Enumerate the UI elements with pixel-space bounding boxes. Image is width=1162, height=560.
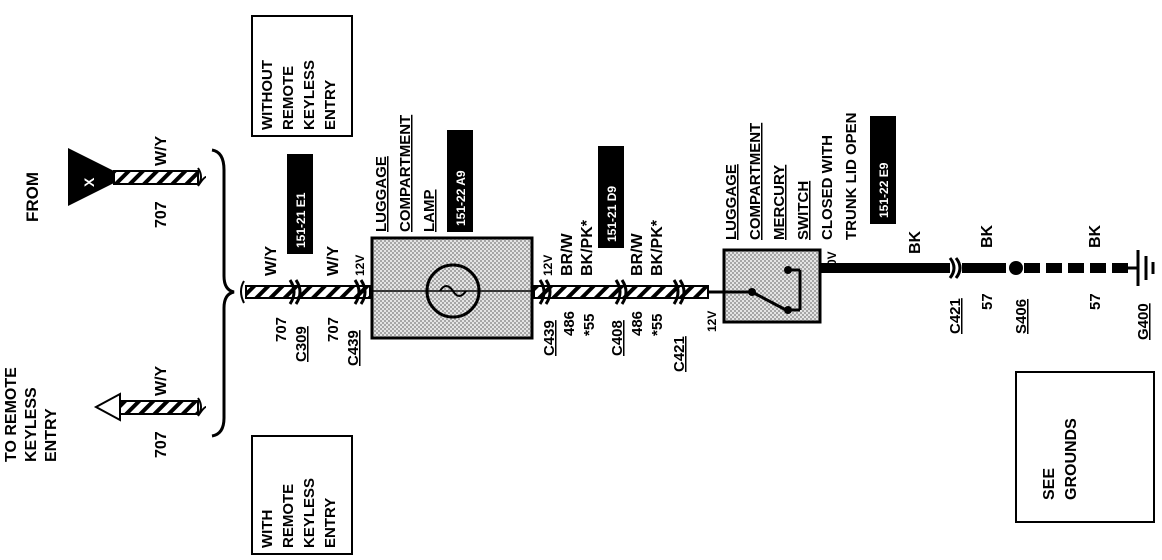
wire-number-55-a: *55 — [581, 313, 598, 336]
connector-c421-a: C421 — [671, 336, 688, 372]
splice-s406: S406 — [1013, 299, 1030, 334]
switch-title-line-3: MERCURY — [771, 165, 788, 240]
connector-c408: C408 — [609, 320, 626, 356]
from-connector-mark: X — [81, 177, 97, 187]
c439-connector-left — [353, 279, 367, 305]
c421-connector-left — [672, 279, 686, 305]
to-remote-line-3: ENTRY — [43, 408, 60, 462]
switch-contact-icon — [748, 288, 756, 296]
option-bracket — [211, 148, 235, 438]
ref-tag-switch-text: 151-22 E9 — [877, 162, 891, 218]
without-remote-line-3: KEYLESS — [301, 60, 318, 130]
lamp-title-line-1: LUGGAGE — [373, 156, 390, 232]
ground-g400: G400 — [1135, 303, 1152, 340]
wire-color-bkpk-1: BK/PK* — [579, 219, 596, 276]
connector-c439-a: C439 — [345, 330, 362, 366]
wire-number-707-a: 707 — [273, 317, 290, 342]
lamp-title-line-3: LAMP — [421, 190, 438, 233]
voltage-12v-lamp-out: 12V — [541, 255, 555, 276]
switch-title-line-4: SWITCH — [795, 181, 812, 240]
without-remote-line-4: ENTRY — [322, 80, 339, 130]
with-remote-line-1: WITH — [259, 510, 276, 548]
lamp-title-line-2: COMPARTMENT — [397, 115, 414, 232]
from-wire-color: W/Y — [153, 135, 170, 166]
to-remote-wire-color: W/Y — [153, 365, 170, 396]
c408-connector — [614, 279, 628, 305]
lamp-title: LUGGAGE COMPARTMENT LAMP — [373, 115, 438, 232]
switch-state-line-1: CLOSED WITH — [819, 135, 836, 240]
connector-c421-b: C421 — [947, 298, 964, 334]
ref-tag-switch: 151-22 E9 — [870, 116, 896, 224]
ref-tag-c309: 151-21 E1 — [287, 154, 313, 254]
wire-number-486-b: 486 — [629, 311, 646, 336]
connector-c309: C309 — [293, 326, 310, 362]
switch-title-line-1: LUGGAGE — [723, 164, 740, 240]
wire-number-57-a: 57 — [979, 293, 996, 310]
see-grounds-line-2: GROUNDS — [1063, 418, 1080, 500]
wire-number-486-a: 486 — [561, 311, 578, 336]
mercury-switch-component — [708, 248, 822, 324]
wire-color-wy-1: W/Y — [263, 245, 280, 276]
wire-number-57-b: 57 — [1087, 293, 1104, 310]
main-wire-wy — [240, 280, 371, 304]
wire-color-bk-1: BK — [907, 230, 924, 254]
from-label: FROM — [23, 172, 42, 222]
wire-number-55-b: *55 — [649, 313, 666, 336]
see-grounds-box: SEE GROUNDS — [1015, 371, 1155, 523]
see-grounds-line-1: SEE — [1041, 468, 1058, 500]
wire-number-707-b: 707 — [325, 317, 342, 342]
to-remote-wire-number: 707 — [153, 431, 170, 458]
voltage-12v-lamp-in: 12V — [353, 255, 367, 276]
wire-color-wy-2: W/Y — [325, 245, 342, 276]
wire-color-bk-3: BK — [1087, 224, 1104, 248]
lamp-component — [370, 236, 534, 340]
wire-color-brw-2: BR/W — [629, 232, 646, 276]
with-remote-line-4: ENTRY — [322, 498, 339, 548]
switch-title-line-2: COMPARTMENT — [747, 123, 764, 240]
without-remote-box: WITHOUT REMOTE KEYLESS ENTRY — [251, 15, 353, 137]
ref-tag-c408-text: 151-21 D9 — [605, 186, 619, 242]
to-remote-line-1: TO REMOTE — [3, 367, 20, 462]
ref-tag-lamp: 151-22 A9 — [447, 130, 473, 232]
ref-tag-c309-text: 151-21 E1 — [294, 192, 308, 248]
ground-g400-icon — [1128, 250, 1155, 286]
ground-wire-bk — [820, 257, 1128, 279]
switch-state-line-2: TRUNK LID OPEN — [843, 113, 860, 241]
voltage-12v-switch-in: 12V — [705, 311, 719, 332]
c439-connector-right — [538, 279, 552, 305]
with-remote-line-2: REMOTE — [280, 484, 297, 548]
connector-c439-b: C439 — [541, 320, 558, 356]
from-wire — [113, 167, 207, 187]
from-connector-triangle: X — [68, 148, 126, 206]
c309-connector — [288, 279, 302, 305]
splice-s406-dot — [1009, 261, 1023, 275]
with-remote-line-3: KEYLESS — [301, 478, 318, 548]
to-remote-arrow — [93, 392, 207, 422]
ref-tag-c408: 151-21 D9 — [598, 146, 624, 248]
without-remote-line-2: REMOTE — [280, 66, 297, 130]
lamp-bulb-icon — [425, 263, 481, 319]
without-remote-line-1: WITHOUT — [259, 60, 276, 130]
wire-color-bk-2: BK — [979, 224, 996, 248]
wire-color-brw-1: BR/W — [559, 232, 576, 276]
voltage-0v: 0V — [825, 251, 839, 266]
with-remote-box: WITH REMOTE KEYLESS ENTRY — [251, 435, 353, 555]
ref-tag-lamp-text: 151-22 A9 — [454, 170, 468, 226]
to-remote-line-2: KEYLESS — [23, 387, 40, 462]
switch-title: LUGGAGE COMPARTMENT MERCURY SWITCH — [723, 123, 812, 240]
wire-color-bkpk-2: BK/PK* — [649, 219, 666, 276]
from-wire-number: 707 — [153, 201, 170, 228]
